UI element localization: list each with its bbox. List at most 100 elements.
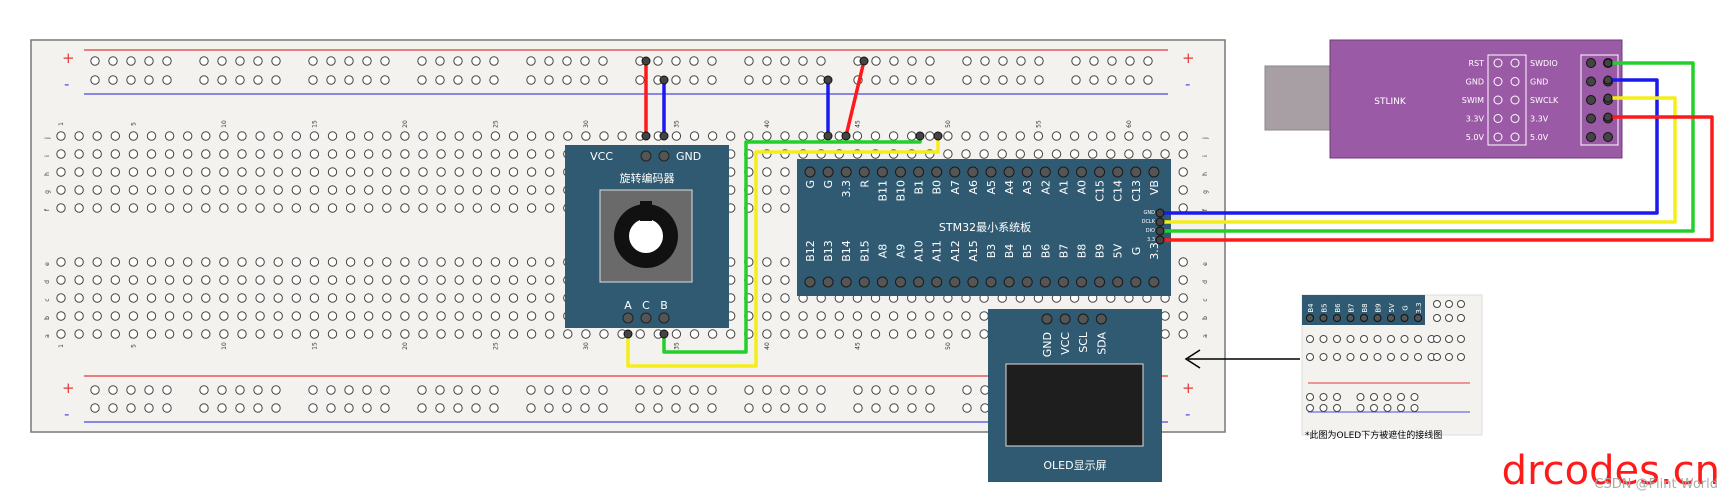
stm32-pin [967, 276, 979, 288]
stm32-side-label: GND [1144, 210, 1156, 216]
breadboard-hole [436, 185, 446, 195]
breadboard-hole [798, 311, 808, 321]
breadboard-hole [92, 203, 102, 213]
breadboard-hole [164, 131, 175, 141]
breadboard-hole [382, 167, 392, 177]
inset-hole [1445, 335, 1453, 343]
inset-hole [1356, 404, 1365, 412]
breadboard-hole [217, 75, 227, 85]
breadboard-hole [382, 149, 392, 159]
breadboard-hole [490, 275, 501, 285]
stm32-pin-label: A10 [913, 240, 926, 262]
breadboard-hole [271, 385, 281, 395]
inset-pin-label: B4 [1307, 303, 1315, 313]
breadboard-hole [237, 257, 247, 267]
breadboard-hole [544, 385, 554, 395]
breadboard-hole [400, 329, 410, 339]
breadboard-hole [1178, 257, 1188, 267]
breadboard-hole [418, 311, 428, 321]
breadboard-hole [436, 293, 446, 303]
breadboard-hole [273, 293, 283, 303]
breadboard-hole [671, 403, 681, 413]
breadboard-hole [255, 149, 265, 159]
breadboard-hole [74, 311, 84, 321]
breadboard-hole [562, 75, 572, 85]
row-letter: d [44, 280, 51, 284]
breadboard-hole [56, 275, 66, 285]
breadboard-hole [201, 131, 211, 141]
breadboard-hole [146, 275, 157, 285]
column-number: 50 [945, 342, 952, 350]
breadboard-hole [508, 131, 519, 141]
breadboard-hole [962, 75, 972, 85]
breadboard-hole [962, 403, 972, 413]
breadboard-hole [255, 311, 265, 321]
breadboard-hole [471, 403, 481, 413]
column-number: 45 [854, 120, 861, 128]
breadboard-hole [1088, 149, 1098, 159]
stlink-header-pin [1586, 113, 1596, 124]
breadboard-hole [545, 275, 555, 285]
breadboard-hole [380, 56, 390, 66]
stlink-left-label: RST [1468, 59, 1484, 68]
stm32-pin [1130, 276, 1142, 288]
breadboard-hole [108, 385, 118, 395]
breadboard-hole [453, 385, 463, 395]
wire-3v3 [844, 59, 866, 138]
oled-pin-label: GND [1041, 332, 1054, 357]
stlink-header-pin [1586, 58, 1596, 68]
breadboard-hole [526, 275, 537, 285]
oled-screen [1005, 363, 1144, 447]
breadboard-hole [309, 149, 320, 159]
stlink-pin [1510, 58, 1520, 68]
inset-pin-label: 5V [1388, 303, 1396, 312]
breadboard-hole [780, 275, 790, 285]
breadboard-hole [907, 403, 917, 413]
breadboard-hole [110, 185, 121, 195]
breadboard-hole [418, 131, 428, 141]
encoder-vcc-label: VCC [590, 150, 613, 163]
breadboard-hole [888, 311, 899, 321]
breadboard-hole [762, 131, 772, 141]
breadboard-hole [253, 403, 263, 413]
breadboard-hole [671, 131, 682, 141]
inset-hole [1457, 300, 1465, 308]
stm32-pin-label: A15 [967, 240, 980, 262]
breadboard-hole [217, 56, 227, 66]
breadboard-hole [490, 185, 501, 195]
breadboard-hole [526, 149, 537, 159]
breadboard-hole [435, 403, 445, 413]
breadboard-hole [162, 403, 172, 413]
breadboard-hole [56, 131, 66, 141]
breadboard-hole [327, 131, 338, 141]
stm32-pin-label: B4 [1003, 244, 1016, 259]
breadboard-hole [436, 275, 446, 285]
breadboard-hole [1088, 131, 1098, 141]
stm32-pin [876, 276, 888, 288]
stm32-pin-label: B6 [1039, 244, 1052, 259]
breadboard-hole [219, 275, 229, 285]
breadboard-hole [1142, 131, 1152, 141]
breadboard-hole [889, 403, 899, 413]
stm32-pin-label: A0 [1076, 180, 1089, 195]
stm32-pin-label: B12 [804, 240, 817, 262]
breadboard-hole [382, 329, 392, 339]
breadboard-hole [1178, 329, 1188, 339]
inset-hole [1370, 404, 1378, 412]
column-number: 5 [130, 344, 137, 348]
breadboard-hole [183, 167, 193, 177]
breadboard-hole [780, 75, 790, 85]
breadboard-hole [74, 131, 84, 141]
column-number: 20 [402, 342, 409, 350]
breadboard-hole [253, 56, 263, 66]
stm32-side-label: 3.3 [1147, 237, 1155, 243]
breadboard-hole [183, 275, 193, 285]
breadboard-hole [472, 257, 482, 267]
breadboard-hole [508, 167, 519, 177]
breadboard-hole [400, 131, 410, 141]
breadboard-hole [309, 167, 320, 177]
breadboard-hole [780, 329, 790, 339]
breadboard-hole [162, 75, 172, 85]
breadboard-hole [889, 385, 899, 395]
breadboard-hole [144, 75, 154, 85]
